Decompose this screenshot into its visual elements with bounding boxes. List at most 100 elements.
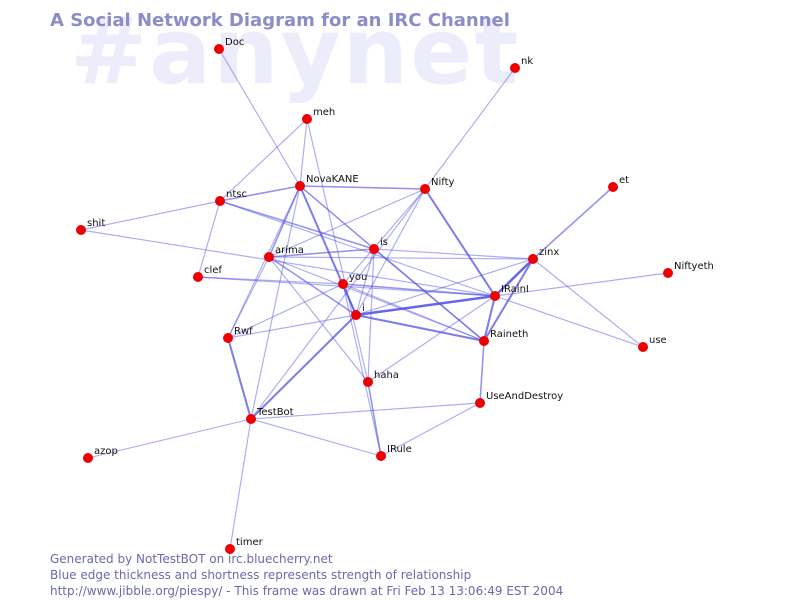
edge-NovaKANE-ntsc xyxy=(219,185,301,202)
edge-meh-haha xyxy=(306,118,369,383)
node-NovaKANE: NovaKANE xyxy=(295,174,359,191)
node-shit: shit xyxy=(76,218,105,235)
node-ntsc: ntsc xyxy=(215,189,247,206)
edge-is-i xyxy=(355,248,375,316)
edge-Nifty-TestBot xyxy=(250,188,426,420)
node-UseAndDestroy: UseAndDestroy xyxy=(475,391,563,408)
edge-et-zinx xyxy=(532,186,614,260)
node-dot xyxy=(475,398,485,408)
node-label: Raineth xyxy=(490,329,528,340)
node-Doc: Doc xyxy=(214,37,244,54)
footer-legend: Blue edge thickness and shortness repres… xyxy=(50,568,472,582)
node-clef: clef xyxy=(193,265,222,282)
edge-you-IRule xyxy=(342,283,382,457)
edge-meh-NovaKANE xyxy=(299,118,308,187)
edge-Doc-NovaKANE xyxy=(218,48,301,187)
edge-NovaKANE-TestBot xyxy=(250,185,301,420)
node-dot xyxy=(193,272,203,282)
node-dot xyxy=(363,377,373,387)
edge-meh-ntsc xyxy=(219,118,308,202)
edge-TestBot-timer xyxy=(229,418,252,550)
edge-is-haha xyxy=(367,248,375,383)
edge-you-i xyxy=(342,283,357,316)
node-label: use xyxy=(649,335,667,346)
edge-NovaKANE-Nifty xyxy=(299,185,426,190)
edge-is-zinx xyxy=(373,248,534,260)
edge-arima-Raineth xyxy=(268,256,485,342)
node-label: arima xyxy=(275,245,304,256)
edge-NovaKANE-Rwf xyxy=(227,185,301,339)
edge-arima-zinx xyxy=(268,256,534,260)
node-label: timer xyxy=(236,537,264,548)
node-dot xyxy=(295,181,305,191)
node-dot xyxy=(479,336,489,346)
node-label: et xyxy=(619,175,629,186)
edge-IRainI-you xyxy=(342,283,496,297)
node-label: clef xyxy=(204,265,222,276)
node-meh: meh xyxy=(302,107,335,124)
edge-ntsc-shit xyxy=(80,200,221,231)
diagram-title: A Social Network Diagram for an IRC Chan… xyxy=(50,10,510,31)
node-Rwf: Rwf xyxy=(223,326,253,343)
node-dot xyxy=(338,279,348,289)
node-label: ntsc xyxy=(226,189,247,200)
node-use: use xyxy=(638,335,667,352)
node-i: i xyxy=(351,303,365,320)
edge-Nifty-IRainI xyxy=(423,187,497,298)
node-et: et xyxy=(608,175,629,192)
node-dot xyxy=(83,453,93,463)
node-IRainI: IRainI xyxy=(490,284,529,301)
edge-arima-is xyxy=(268,248,375,258)
edge-ntsc-is xyxy=(219,200,375,250)
node-label: IRule xyxy=(387,444,412,455)
edge-Raineth-UseAndDestroy xyxy=(479,340,485,404)
node-dot xyxy=(351,310,361,320)
node-is: is xyxy=(369,237,388,254)
node-dot xyxy=(528,254,538,264)
node-label: shit xyxy=(87,218,105,229)
edge-you-Rwf xyxy=(227,283,344,339)
edge-Rwf-TestBot xyxy=(226,336,253,421)
node-TestBot: TestBot xyxy=(246,407,294,424)
node-label: NovaKANE xyxy=(306,174,359,185)
edge-UseAndDestroy-IRule xyxy=(380,402,481,457)
node-dot xyxy=(264,252,274,262)
edge-UseAndDestroy-TestBot xyxy=(250,402,481,420)
node-Niftyeth: Niftyeth xyxy=(663,261,714,278)
edge-TestBot-IRule xyxy=(250,418,382,457)
node-label: azop xyxy=(94,446,118,457)
node-dot xyxy=(490,291,500,301)
edge-TestBot-azop xyxy=(87,418,252,459)
node-label: meh xyxy=(313,107,335,118)
edge-layer xyxy=(80,48,669,550)
node-label: you xyxy=(349,272,367,283)
node-label: Rwf xyxy=(234,326,253,337)
node-dot xyxy=(510,63,520,73)
node-label: i xyxy=(362,303,365,314)
edge-IRainI-haha xyxy=(367,295,496,383)
edge-arima-Rwf xyxy=(227,256,270,339)
node-label: haha xyxy=(374,370,399,381)
node-dot xyxy=(76,225,86,235)
edge-is-Raineth xyxy=(373,248,485,342)
node-label: is xyxy=(380,237,388,248)
edge-shit-IRainI xyxy=(80,229,496,297)
edge-clef-you xyxy=(197,276,344,285)
edge-haha-IRule xyxy=(367,381,382,457)
node-zinx: zinx xyxy=(528,247,559,264)
edge-IRainI-use xyxy=(494,295,644,348)
node-Nifty: Nifty xyxy=(420,177,455,194)
node-label: UseAndDestroy xyxy=(486,391,563,402)
edge-i-Rwf xyxy=(227,314,357,339)
edge-IRainI-Niftyeth xyxy=(494,272,669,297)
node-haha: haha xyxy=(363,370,399,387)
node-dot xyxy=(608,182,618,192)
node-Raineth: Raineth xyxy=(479,329,528,346)
node-dot xyxy=(376,451,386,461)
node-arima: arima xyxy=(264,245,304,262)
node-nk: nk xyxy=(510,56,533,73)
node-dot xyxy=(215,196,225,206)
edge-arima-i xyxy=(268,256,357,316)
